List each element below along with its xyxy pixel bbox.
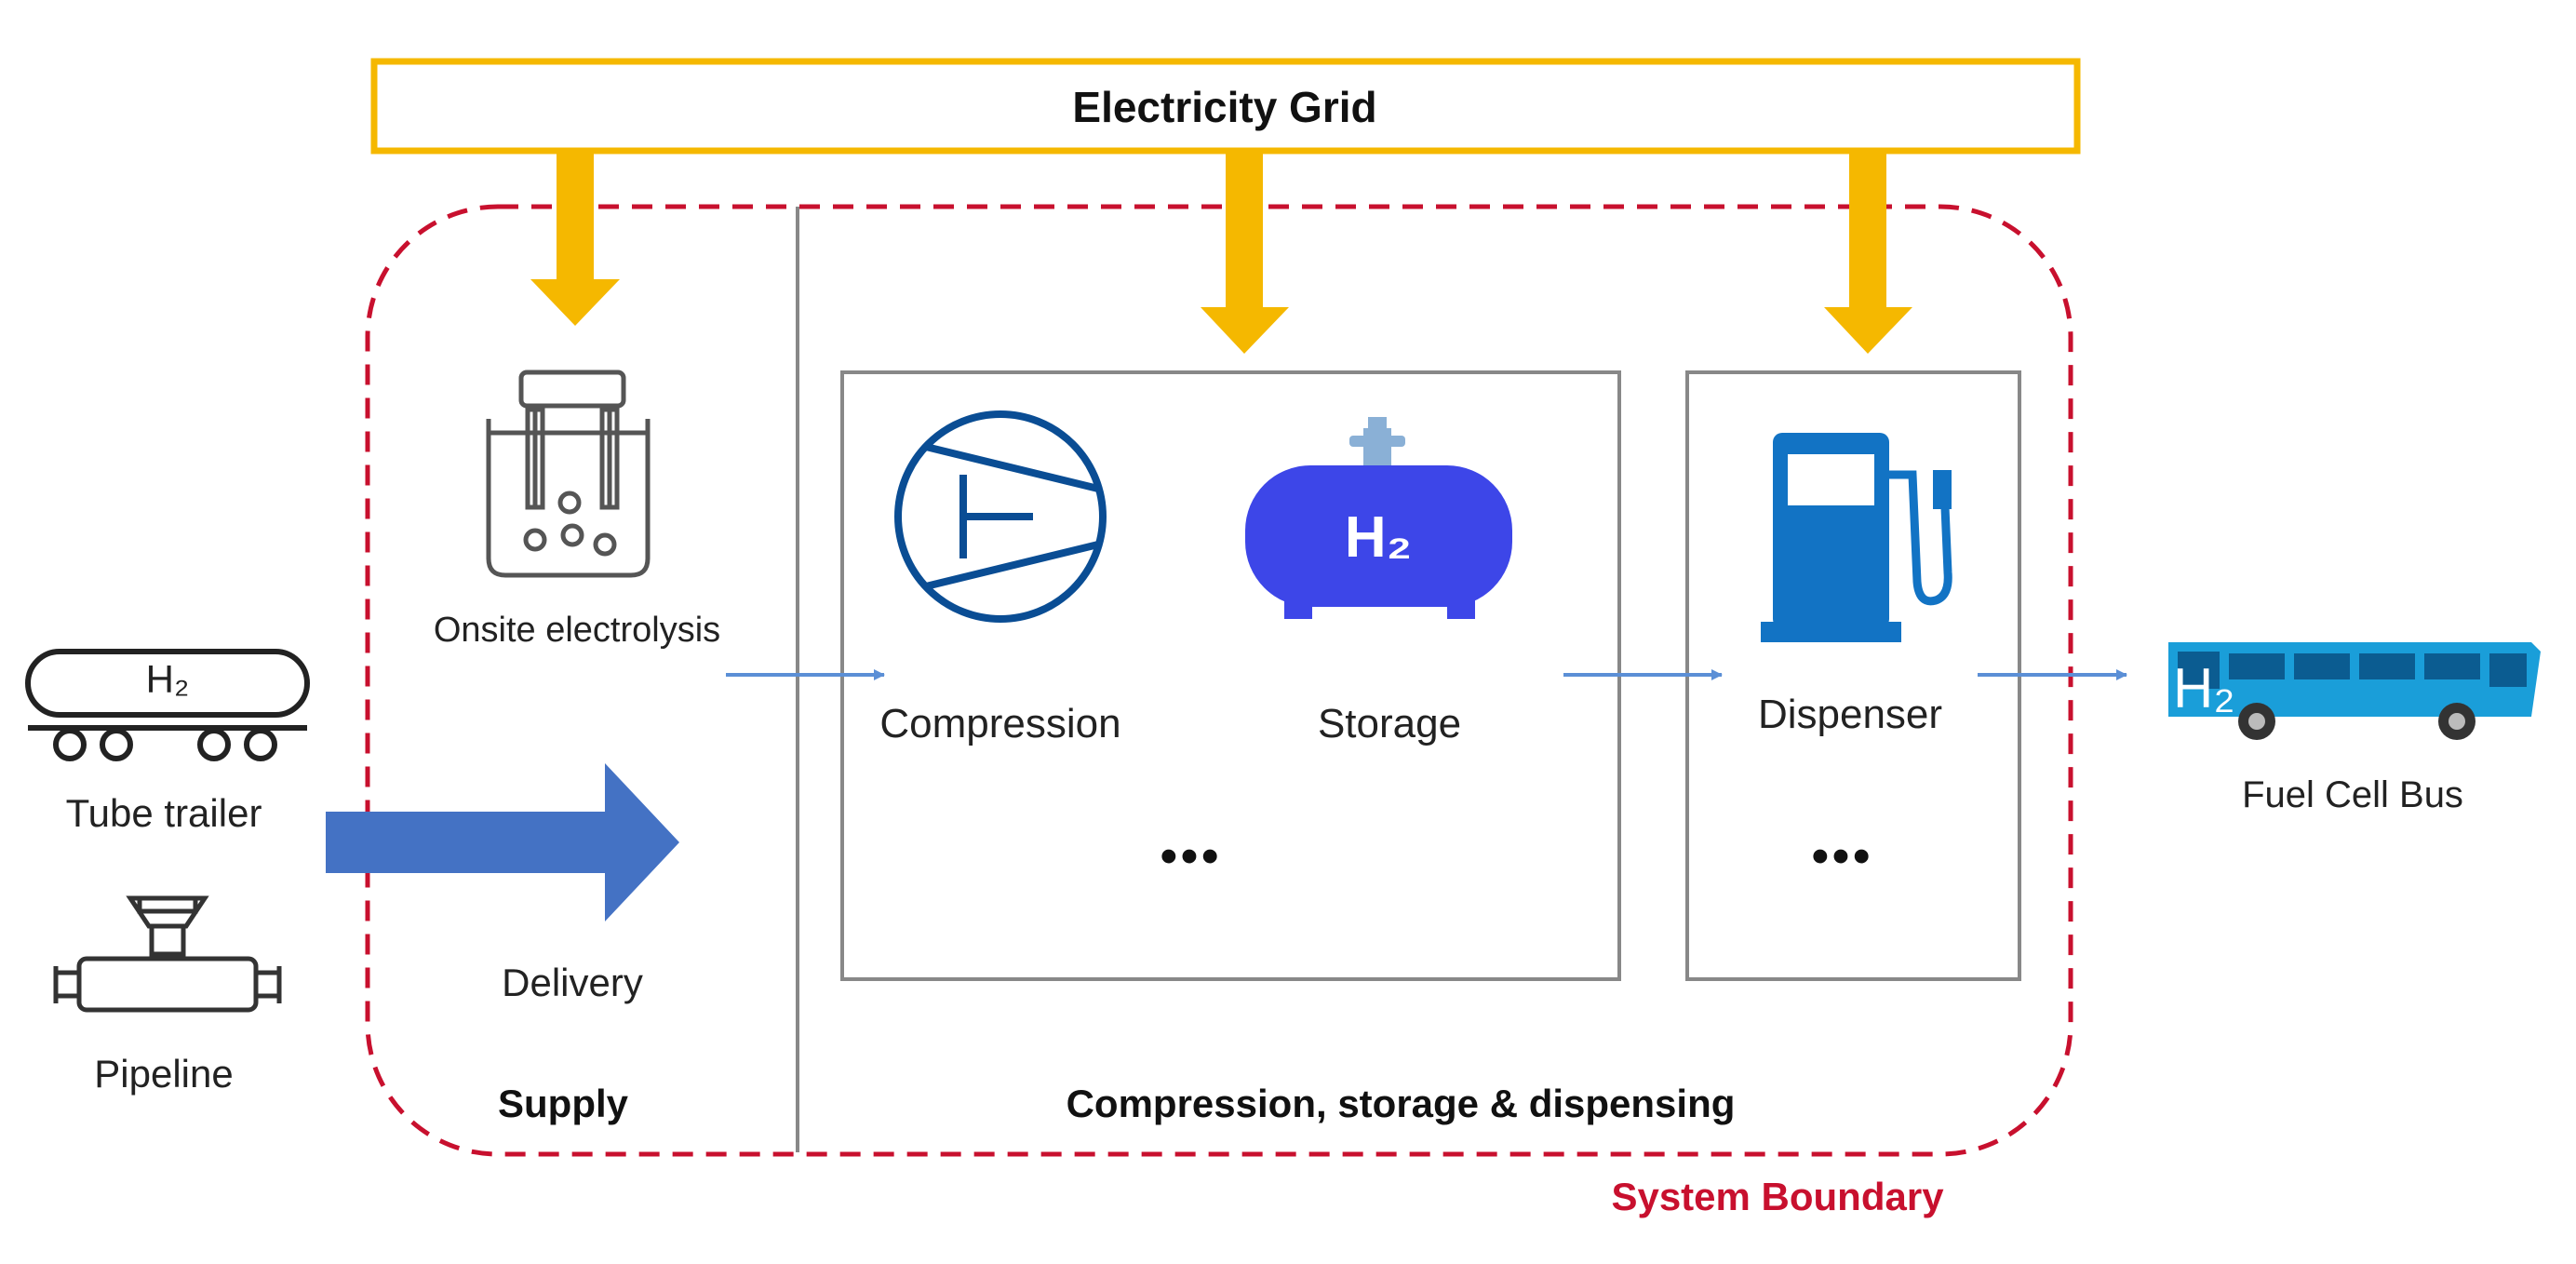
delivery-arrow [326,763,679,921]
electricity-grid-label: Electricity Grid [1072,83,1377,131]
pipeline-valve-icon [53,895,282,1013]
delivery-label: Delivery [502,961,643,1004]
dispenser-label: Dispenser [1757,692,1943,737]
csd-section-title: Compression, storage & dispensing [1066,1082,1736,1125]
fuel-cell-bus-label: Fuel Cell Bus [2242,774,2463,815]
pipeline-label: Pipeline [94,1052,234,1096]
system-boundary-label: System Boundary [1611,1175,1944,1218]
compression-storage-ellipsis: ••• [1160,829,1223,883]
grid-arrow-electrolysis [530,149,620,326]
grid-arrow-dispenser [1824,149,1912,354]
grid-arrow-compression [1201,149,1289,354]
supply-title: Supply [497,1082,629,1125]
trailer-h2-badge: H₂ [145,657,190,701]
compression-storage-box [840,370,1621,981]
storage-h2-badge: H₂ [1345,505,1412,570]
compression-label: Compression [879,701,1121,746]
storage-tank-icon [1245,417,1512,619]
tube-trailer-label: Tube trailer [65,791,262,835]
compressor-icon [894,410,1107,623]
tube-trailer-icon [25,649,310,761]
system-boundary-outline [365,204,2073,1157]
storage-label: Storage [1317,701,1462,746]
bus-h2-badge: H₂ [2173,657,2235,719]
fuel-dispenser-icon [1761,433,1952,642]
dispenser-ellipsis: ••• [1811,829,1874,883]
electrolysis-icon [486,370,651,578]
onsite-electrolysis-label: Onsite electrolysis [433,611,721,650]
fuel-cell-bus-icon [2168,642,2541,740]
